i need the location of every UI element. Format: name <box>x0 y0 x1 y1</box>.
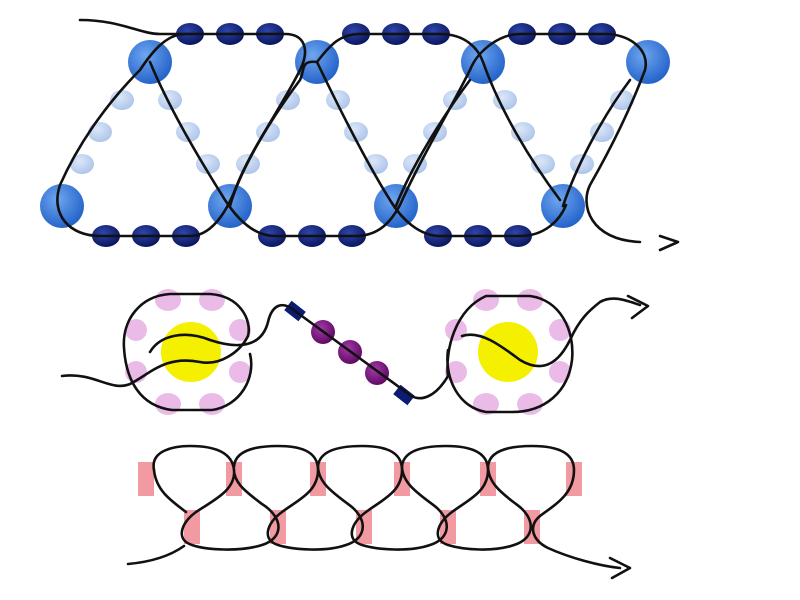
yellow-bead-left <box>161 322 221 382</box>
thread-panel-1 <box>56 18 648 244</box>
arrow-icon <box>626 294 650 320</box>
panel-ladder-chain <box>126 444 632 580</box>
panel-flower-chain <box>60 289 650 415</box>
panel-triangle-net <box>40 18 680 252</box>
arrow-icon <box>608 556 632 580</box>
salmon-beads-top <box>138 462 582 496</box>
thread-panel-2 <box>60 292 642 414</box>
arrow-icon <box>658 234 680 252</box>
thread-panel-3 <box>126 444 622 570</box>
